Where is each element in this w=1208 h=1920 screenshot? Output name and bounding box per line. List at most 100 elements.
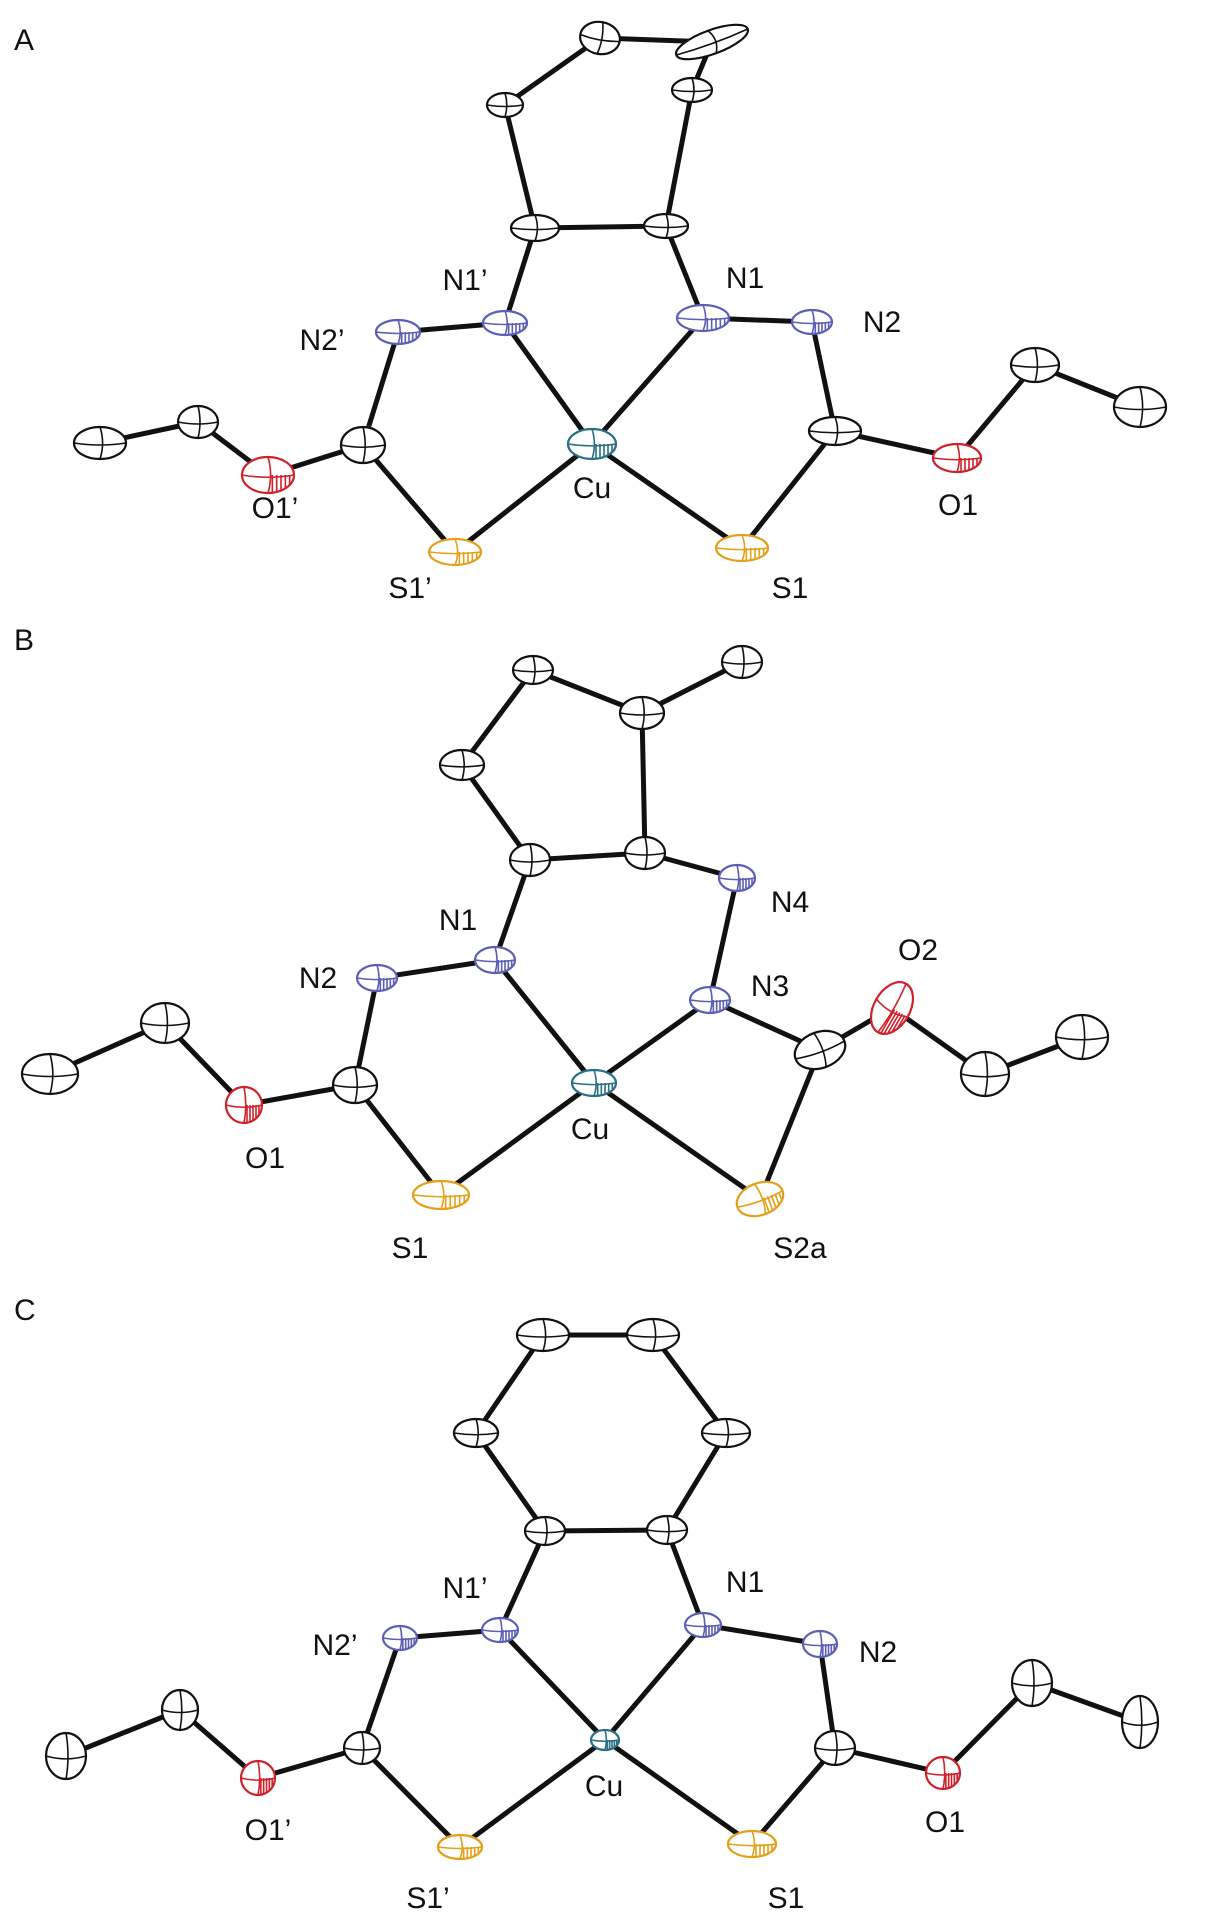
atom-o1p [240, 455, 296, 495]
bond [459, 762, 533, 863]
atom-s1 [714, 533, 770, 563]
atom-carbon [1010, 1658, 1054, 1708]
atom-carbon [20, 1052, 80, 1096]
bond [650, 1332, 729, 1436]
atom-carbon [1054, 1013, 1110, 1061]
bond [502, 35, 603, 108]
atom-s2a [735, 1180, 785, 1218]
panel-label: C [14, 1294, 36, 1327]
atom-label-cu: Cu [571, 1113, 609, 1146]
atom-label-n2p: N2’ [312, 1629, 357, 1662]
bond [452, 441, 595, 555]
atom-carbon [793, 1029, 847, 1071]
atom-carbon [509, 213, 561, 243]
bond [360, 329, 401, 448]
panel-label: A [14, 24, 34, 57]
bond [591, 997, 713, 1086]
atom-o1 [931, 442, 983, 474]
atom-carbon [342, 1730, 382, 1766]
atom-carbon [44, 1731, 88, 1781]
atom-carbon [1120, 1694, 1160, 1750]
bond [438, 1080, 597, 1198]
atom-s1p [427, 537, 483, 567]
bond [497, 1627, 608, 1743]
atom-label-s1: S1 [392, 1232, 429, 1265]
atom-carbon [674, 23, 750, 61]
atom-label-cu: Cu [573, 472, 611, 505]
bond [352, 1082, 444, 1198]
atoms [72, 20, 1168, 567]
atom-s1 [411, 1179, 471, 1211]
bond [473, 1430, 548, 1534]
atom-n1 [683, 1611, 723, 1639]
bond [757, 1047, 823, 1202]
bond [359, 1745, 463, 1850]
atom-carbon [511, 654, 555, 686]
bonds [47, 659, 1085, 1202]
atom-label-n1p: N1’ [442, 264, 487, 297]
atom-label-n2: N2 [859, 1636, 897, 1669]
bond [502, 320, 595, 447]
atom-carbon [485, 91, 525, 119]
atom-carbon [720, 644, 764, 680]
bond [492, 857, 533, 963]
atom-o1 [224, 1085, 264, 1125]
atom-label-o2: O2 [898, 934, 938, 967]
atom-carbon [523, 1515, 567, 1547]
atom-label-n1: N1 [726, 262, 764, 295]
atom-carbon [623, 835, 667, 871]
atoms [44, 1317, 1160, 1861]
atom-carbon [700, 1417, 752, 1449]
bond [497, 1528, 548, 1633]
atom-label-s1: S1 [772, 572, 809, 605]
atom-carbon [515, 1317, 571, 1353]
atom-label-n1: N1 [439, 904, 477, 937]
bond [457, 1737, 608, 1850]
bond [589, 441, 745, 551]
atom-n2 [790, 308, 834, 336]
atom-carbon [1009, 346, 1061, 384]
atom-o2 [869, 981, 915, 1035]
atom-n1 [473, 945, 517, 975]
bond [809, 319, 838, 434]
atom-carbon [959, 1050, 1011, 1098]
bond [663, 87, 695, 229]
atom-label-s2a: S2a [773, 1232, 827, 1265]
atom-carbon [160, 1688, 200, 1732]
atom-n1p [481, 309, 529, 337]
bond [664, 1527, 706, 1628]
atom-label-o1: O1 [245, 1142, 285, 1175]
atom-label-n2p: N2’ [299, 324, 344, 357]
bond [459, 667, 536, 768]
atom-cu [570, 1068, 618, 1098]
bond [664, 1430, 729, 1533]
atom-carbon [72, 425, 128, 461]
atom-carbon [807, 415, 863, 447]
atom-label-cu: Cu [585, 1770, 623, 1803]
atom-label-s1p: S1’ [388, 572, 431, 605]
atom-n2 [355, 963, 399, 993]
panel-label: B [14, 624, 34, 657]
atom-n2 [801, 1629, 839, 1659]
atom-label-s1: S1 [768, 1882, 805, 1915]
atom-o1p [239, 1759, 277, 1797]
atom-carbon [339, 425, 387, 465]
atom-carbon [1112, 385, 1168, 429]
atom-s1p [436, 1833, 484, 1861]
atom-carbon [331, 1065, 379, 1105]
atom-carbon [139, 1001, 191, 1045]
bond [707, 875, 740, 1003]
atom-label-o1: O1 [938, 489, 978, 522]
bond [492, 957, 597, 1086]
atom-carbon [508, 842, 552, 878]
atom-label-n1p: N1’ [442, 1572, 487, 1605]
bond [739, 428, 838, 551]
atom-label-o1p: O1’ [245, 1814, 292, 1847]
atom-carbon [176, 404, 220, 440]
atom-carbon [645, 1514, 689, 1546]
bond [359, 1635, 403, 1751]
bond [502, 225, 538, 326]
